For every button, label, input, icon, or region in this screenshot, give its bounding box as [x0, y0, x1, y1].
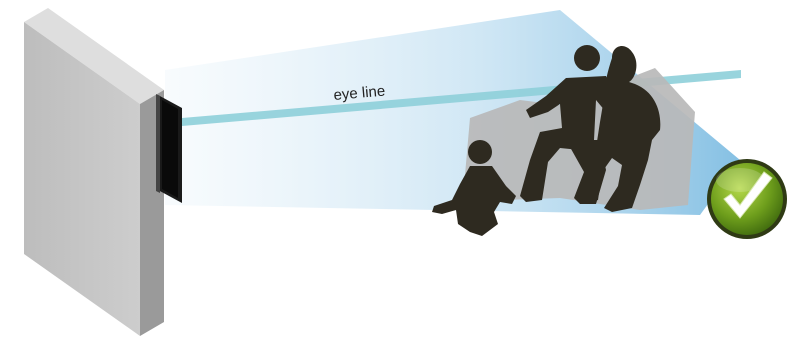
television	[156, 94, 182, 203]
wall	[24, 8, 164, 336]
checkmark-icon	[707, 159, 787, 239]
